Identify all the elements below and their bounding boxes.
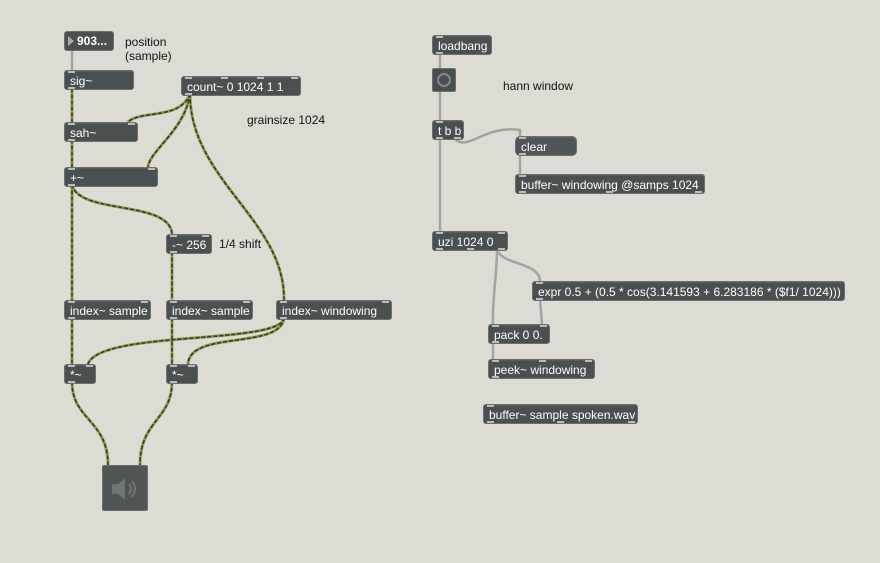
object-loadbang-label: loadbang bbox=[438, 39, 488, 53]
object-index-windowing-label: index~ windowing bbox=[282, 304, 378, 318]
comment-quarter-shift: 1/4 shift bbox=[219, 237, 262, 251]
object-buffer-sample[interactable]: buffer~ sample spoken.wav bbox=[483, 404, 638, 424]
ezdac-speaker-button[interactable] bbox=[102, 465, 148, 511]
cord-expr-to-pack bbox=[538, 297, 544, 326]
object-count-label: count~ 0 1024 1 1 bbox=[187, 80, 284, 94]
comment-position: position (sample) bbox=[125, 35, 172, 63]
comment-grainsize: grainsize 1024 bbox=[247, 113, 326, 127]
object-sig-label: sig~ bbox=[70, 74, 93, 88]
object-uzi-label: uzi 1024 0 bbox=[438, 235, 494, 249]
object-index-sample-right[interactable]: index~ sample bbox=[166, 300, 253, 320]
object-multiply-left-label: *~ bbox=[70, 368, 82, 382]
object-peek-label: peek~ windowing bbox=[494, 363, 587, 377]
object-trigger-label: t b b bbox=[438, 124, 462, 138]
object-plus[interactable]: +~ bbox=[64, 167, 158, 187]
object-expr-hann[interactable]: expr 0.5 + (0.5 * cos(3.141593 + 6.28318… bbox=[532, 281, 845, 301]
object-index-sample-left-label: index~ sample bbox=[70, 304, 148, 318]
bang-circle-icon bbox=[437, 73, 451, 87]
object-count[interactable]: count~ 0 1024 1 1 bbox=[181, 76, 301, 96]
object-pack-label: pack 0 0. bbox=[494, 328, 543, 342]
object-multiply-right-label: *~ bbox=[172, 368, 184, 382]
cord-uzi-to-pack bbox=[491, 247, 499, 326]
object-multiply-right[interactable]: *~ bbox=[166, 364, 198, 384]
object-buffer-windowing[interactable]: buffer~ windowing @samps 1024 bbox=[515, 174, 705, 194]
cord-tbb-to-clear bbox=[454, 128, 522, 144]
speaker-icon bbox=[112, 478, 136, 500]
object-index-sample-left[interactable]: index~ sample bbox=[64, 300, 151, 320]
object-minus-label: -~ 256 bbox=[172, 238, 207, 252]
object-index-windowing[interactable]: index~ windowing bbox=[276, 300, 392, 320]
signal-cords bbox=[70, 87, 286, 467]
object-minus-256[interactable]: -~ 256 bbox=[166, 234, 212, 254]
position-number-box[interactable]: 903... bbox=[64, 31, 114, 51]
object-sig[interactable]: sig~ bbox=[64, 70, 134, 90]
message-clear-label: clear bbox=[521, 140, 548, 154]
bang-button[interactable] bbox=[432, 68, 456, 92]
object-trigger-tbb[interactable]: t b b bbox=[432, 120, 464, 140]
object-sah-label: sah~ bbox=[70, 126, 97, 140]
object-sah[interactable]: sah~ bbox=[64, 122, 138, 142]
object-multiply-left[interactable]: *~ bbox=[64, 364, 96, 384]
message-clear[interactable]: clear bbox=[515, 136, 577, 156]
object-pack[interactable]: pack 0 0. bbox=[488, 324, 550, 344]
object-peek-windowing[interactable]: peek~ windowing bbox=[488, 359, 595, 379]
number-value: 903... bbox=[77, 34, 108, 48]
object-expr-label: expr 0.5 + (0.5 * cos(3.141593 + 6.28318… bbox=[538, 285, 841, 299]
object-index-sample-right-label: index~ sample bbox=[172, 304, 250, 318]
cord-uzi-to-expr bbox=[495, 247, 542, 283]
object-loadbang[interactable]: loadbang bbox=[432, 35, 492, 55]
object-buffer-sample-label: buffer~ sample spoken.wav bbox=[489, 408, 636, 422]
object-buffer-windowing-label: buffer~ windowing @samps 1024 bbox=[521, 178, 699, 192]
object-uzi[interactable]: uzi 1024 0 bbox=[432, 231, 508, 251]
comment-hann-window: hann window bbox=[503, 79, 574, 93]
number-triangle-icon bbox=[68, 36, 74, 46]
object-plus-label: +~ bbox=[70, 171, 85, 185]
